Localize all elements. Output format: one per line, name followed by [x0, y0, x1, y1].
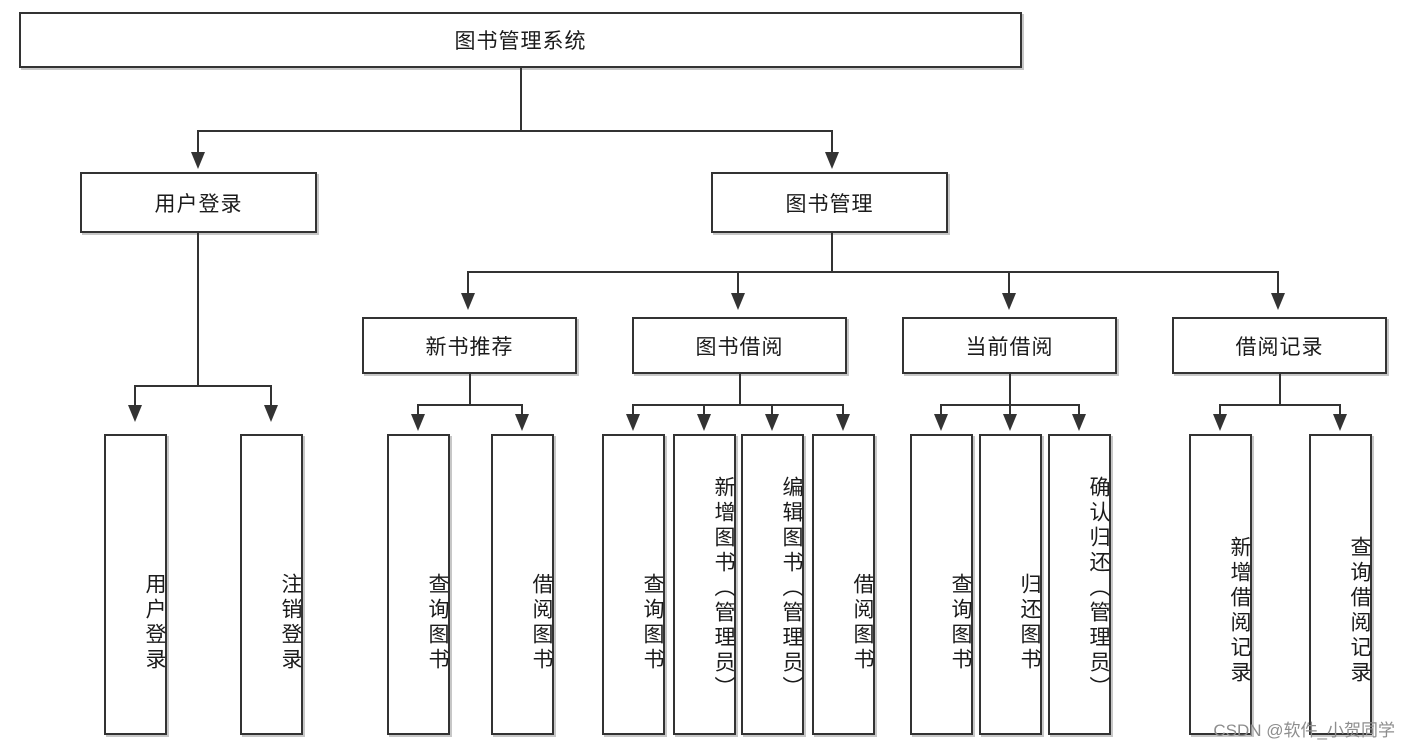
node-root-book-management-system[interactable]: 图书管理系统 [19, 12, 1022, 68]
leaf-br-query-record[interactable]: 查询借阅记录 [1309, 434, 1372, 735]
leaf-cb-return-book[interactable]: 归还图书 [979, 434, 1042, 735]
node-user-login[interactable]: 用户登录 [80, 172, 317, 233]
leaf-cb-query-book[interactable]: 查询图书 [910, 434, 973, 735]
edge-br-stem [1279, 374, 1281, 406]
node-label: 确认归还（管理员） [1087, 476, 1110, 701]
arrow-bb-to-leaf-2 [697, 414, 711, 431]
edge-br-to-leaf-1 [1219, 404, 1221, 418]
edge-root-bus [197, 130, 833, 132]
node-label: 新增图书（管理员） [712, 476, 735, 701]
edge-book-management-bus [467, 271, 1279, 273]
node-label: 新书推荐 [425, 335, 514, 359]
watermark-text: CSDN @软件_小贺同学 [1213, 721, 1395, 740]
arrow-root-to-user-login [191, 152, 205, 169]
node-label: 归还图书 [1018, 572, 1041, 673]
edge-bm-to-book-borrow [737, 271, 739, 297]
arrow-bb-to-leaf-4 [836, 414, 850, 431]
arrow-bb-to-leaf-1 [626, 414, 640, 431]
node-label: 查询图书 [949, 572, 972, 673]
edge-nbr-stem [469, 374, 471, 406]
edge-nbr-to-leaf-1 [417, 404, 419, 418]
edge-user-login-to-leaf-2 [270, 385, 272, 409]
edge-bb-to-leaf-1 [632, 404, 634, 418]
node-label: 查询图书 [426, 572, 449, 673]
edge-bm-to-current-borrow [1008, 271, 1010, 297]
node-label: 借阅图书 [530, 572, 553, 673]
node-label: 查询借阅记录 [1348, 535, 1371, 686]
leaf-bb-edit-book-admin[interactable]: 编辑图书（管理员） [741, 434, 804, 735]
edge-br-bus [1219, 404, 1341, 406]
node-label: 图书借阅 [695, 335, 784, 359]
edge-nbr-bus [417, 404, 523, 406]
arrow-bm-to-book-borrow [731, 293, 745, 310]
edge-nbr-to-leaf-2 [521, 404, 523, 418]
node-new-book-recommend[interactable]: 新书推荐 [362, 317, 577, 374]
edge-bm-to-new-book [467, 271, 469, 297]
leaf-user-login-login[interactable]: 用户登录 [104, 434, 167, 735]
node-label: 图书管理 [785, 192, 874, 216]
arrow-cb-to-leaf-2 [1003, 414, 1017, 431]
edge-bb-to-leaf-3 [771, 404, 773, 418]
node-label: 编辑图书（管理员） [780, 476, 803, 701]
arrow-bm-to-current-borrow [1002, 293, 1016, 310]
edge-bb-to-leaf-4 [842, 404, 844, 418]
node-borrow-record[interactable]: 借阅记录 [1172, 317, 1387, 374]
arrow-bm-to-new-book [461, 293, 475, 310]
edge-cb-to-leaf-3 [1078, 404, 1080, 418]
edge-cb-to-leaf-2 [1009, 404, 1011, 418]
arrow-cb-to-leaf-1 [934, 414, 948, 431]
edge-root-to-book-management [831, 130, 833, 156]
leaf-bb-borrow-book[interactable]: 借阅图书 [812, 434, 875, 735]
arrow-br-to-leaf-2 [1333, 414, 1347, 431]
node-label: 查询图书 [641, 572, 664, 673]
edge-root-stem [520, 68, 522, 130]
arrow-nbr-to-leaf-2 [515, 414, 529, 431]
node-label: 用户登录 [143, 572, 166, 673]
edge-br-to-leaf-2 [1339, 404, 1341, 418]
edge-book-management-stem [831, 233, 833, 273]
edge-root-to-user-login [197, 130, 199, 156]
arrow-cb-to-leaf-3 [1072, 414, 1086, 431]
arrow-bm-to-borrow-record [1271, 293, 1285, 310]
node-label: 图书管理系统 [454, 30, 587, 53]
leaf-bb-add-book-admin[interactable]: 新增图书（管理员） [673, 434, 736, 735]
arrow-user-login-to-leaf-2 [264, 405, 278, 422]
edge-bb-stem [739, 374, 741, 406]
node-label: 当前借阅 [965, 335, 1054, 359]
arrow-br-to-leaf-1 [1213, 414, 1227, 431]
leaf-bb-query-book[interactable]: 查询图书 [602, 434, 665, 735]
node-label: 用户登录 [154, 192, 243, 216]
node-label: 借阅图书 [851, 572, 874, 673]
edge-user-login-bus [134, 385, 271, 387]
leaf-br-add-record[interactable]: 新增借阅记录 [1189, 434, 1252, 735]
arrow-bb-to-leaf-3 [765, 414, 779, 431]
node-book-borrow[interactable]: 图书借阅 [632, 317, 847, 374]
leaf-user-login-logout[interactable]: 注销登录 [240, 434, 303, 735]
node-current-borrow[interactable]: 当前借阅 [902, 317, 1117, 374]
arrow-nbr-to-leaf-1 [411, 414, 425, 431]
node-label: 借阅记录 [1235, 335, 1324, 359]
node-book-management[interactable]: 图书管理 [711, 172, 948, 233]
leaf-cb-confirm-return-admin[interactable]: 确认归还（管理员） [1048, 434, 1111, 735]
node-label: 注销登录 [279, 572, 302, 673]
edge-user-login-to-leaf-1 [134, 385, 136, 409]
edge-cb-stem [1009, 374, 1011, 406]
edge-cb-to-leaf-1 [940, 404, 942, 418]
leaf-nbr-borrow-book[interactable]: 借阅图书 [491, 434, 554, 735]
edge-bm-to-borrow-record [1277, 271, 1279, 297]
node-label: 新增借阅记录 [1228, 535, 1251, 686]
edge-bb-bus [632, 404, 844, 406]
leaf-nbr-query-book[interactable]: 查询图书 [387, 434, 450, 735]
edge-user-login-stem [197, 233, 199, 385]
arrow-user-login-to-leaf-1 [128, 405, 142, 422]
edge-bb-to-leaf-2 [703, 404, 705, 418]
arrow-root-to-book-management [825, 152, 839, 169]
